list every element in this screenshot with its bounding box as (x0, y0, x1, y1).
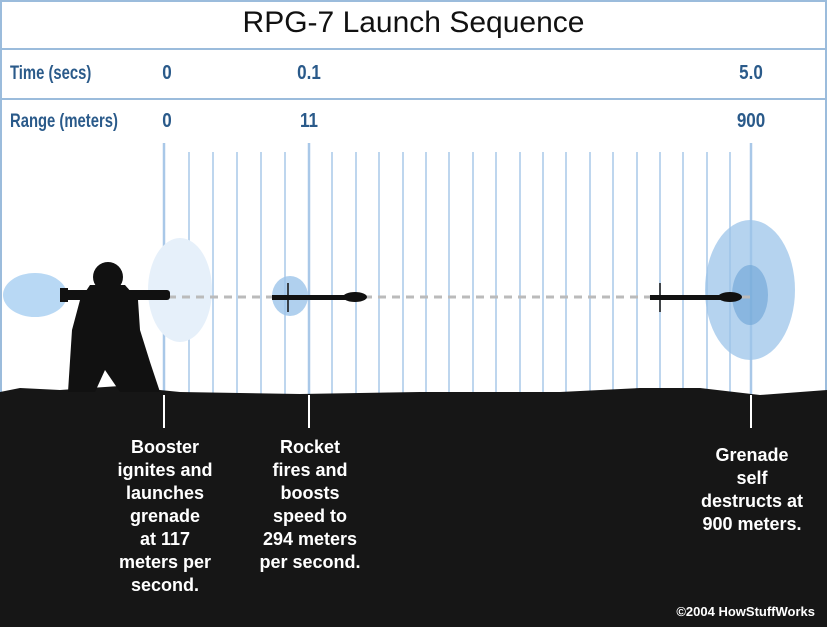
caption-line: at 117 (139, 529, 191, 549)
backblast-cloud (3, 273, 67, 317)
time-row-label: Time (secs) (10, 63, 92, 84)
caption-line: boosts (280, 483, 340, 503)
ground (0, 386, 827, 627)
caption-line: destructs at (700, 491, 804, 511)
range-value: 11 (300, 110, 318, 132)
time-value: 5.0 (739, 62, 763, 84)
stage-caption: Grenade self destructs at 900 meters. (701, 444, 803, 536)
grenade-icon (650, 283, 742, 312)
range-value: 900 (736, 110, 766, 132)
caption-line: per second. (259, 552, 361, 572)
time-value: 0 (162, 62, 172, 84)
soldier-silhouette-icon (60, 262, 170, 392)
stage-caption: Booster ignites and launches grenade at … (117, 436, 212, 597)
divider (0, 48, 827, 50)
caption-line: 900 meters. (702, 514, 802, 534)
time-gridlines (162, 143, 753, 395)
caption-line: 294 meters (262, 529, 358, 549)
copyright: ©2004 HowStuffWorks (676, 604, 815, 619)
booster-cloud (148, 238, 212, 342)
caption-line: second. (130, 575, 200, 595)
grenade-icon (272, 283, 367, 312)
range-row-label: Range (meters) (10, 111, 118, 132)
caption-line: launches (125, 483, 205, 503)
time-value: 0.1 (297, 62, 321, 84)
page-title: RPG-7 Launch Sequence (242, 6, 585, 39)
caption-line: Grenade (715, 445, 789, 465)
range-value: 0 (162, 110, 172, 132)
caption-line: grenade (129, 506, 201, 526)
caption-line: Rocket (279, 437, 341, 457)
divider (0, 98, 827, 100)
caption-line: speed to (272, 506, 347, 526)
caption-line: meters per (118, 552, 212, 572)
caption-line: ignites and (117, 460, 213, 480)
stage-caption: Rocket fires and boosts speed to 294 met… (259, 436, 360, 574)
caption-line: Booster (130, 437, 200, 457)
caption-line: self (736, 468, 768, 488)
caption-line: fires and (272, 460, 348, 480)
